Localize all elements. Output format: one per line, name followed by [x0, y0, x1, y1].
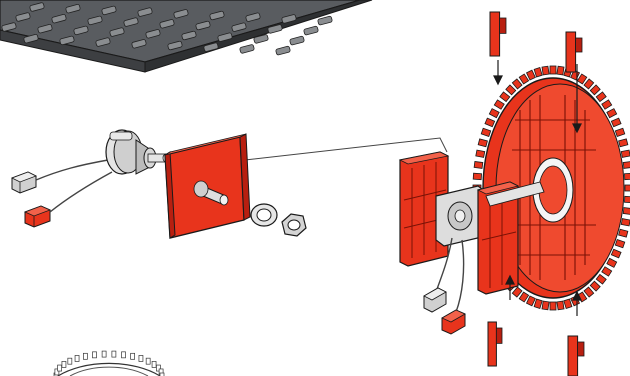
base-plate-stud — [275, 46, 290, 55]
mounting-plate-icon — [165, 134, 250, 238]
plug-connectors — [12, 172, 50, 227]
gear-tooth — [519, 292, 528, 302]
potentiometer-icon — [106, 130, 169, 174]
base-plate-stud — [303, 26, 318, 35]
gear-tooth — [476, 150, 485, 157]
washer-icon — [251, 204, 277, 226]
gear-tooth — [152, 361, 156, 367]
gear-tooth — [112, 351, 116, 357]
gear-tooth — [557, 301, 564, 310]
gear-tooth — [577, 74, 586, 84]
gear-tooth — [602, 100, 612, 109]
gear-tooth — [489, 109, 499, 118]
gear-tooth — [550, 66, 556, 74]
gear-tooth — [512, 287, 522, 297]
gear-tooth — [584, 287, 594, 297]
gear-tooth — [625, 185, 630, 191]
gear-tooth — [131, 353, 135, 359]
red-pin — [488, 322, 502, 366]
gear-tooth — [139, 355, 143, 361]
gear-tooth — [619, 139, 628, 147]
gear-tooth — [527, 296, 536, 306]
gear-tooth — [611, 249, 621, 258]
base-plate-stud — [289, 36, 304, 45]
gear-tooth — [500, 92, 510, 102]
gear-tooth — [624, 173, 630, 179]
gear-tooth — [92, 352, 96, 358]
gear-tooth — [481, 128, 491, 136]
gear-tooth — [68, 358, 72, 364]
gear-tooth — [607, 258, 617, 267]
gear-tooth — [75, 355, 79, 361]
gear-tooth — [122, 352, 126, 358]
gear-tooth — [102, 351, 106, 357]
gear-tooth — [527, 70, 536, 80]
gear-tooth — [534, 299, 542, 308]
gear-tooth — [512, 79, 522, 89]
gear-tooth — [58, 365, 62, 371]
gear-tooth — [146, 358, 150, 364]
gear-tooth — [542, 66, 549, 75]
gear-tooth — [478, 139, 487, 147]
gear-tooth — [62, 361, 66, 367]
gear-tooth — [83, 353, 87, 359]
gear-tooth — [474, 162, 483, 169]
gear-tooth — [590, 281, 600, 291]
gear-tooth — [619, 229, 628, 237]
base-plate-stud — [317, 16, 332, 25]
red-pin — [568, 336, 584, 376]
gear-tooth — [564, 299, 572, 308]
plug-connectors — [424, 288, 465, 334]
gear-tooth — [602, 267, 612, 276]
gear-tooth — [615, 128, 625, 136]
base-plate-stud — [239, 44, 254, 53]
gear-tooth — [607, 109, 617, 118]
gear-tooth — [506, 85, 516, 95]
gear-tooth — [473, 173, 481, 179]
gear-tooth — [550, 302, 556, 310]
gear-tooth — [557, 66, 564, 75]
gear-tooth — [542, 301, 549, 310]
gear-icon — [54, 351, 164, 376]
base-plate-icon — [0, 0, 372, 72]
gear-tooth — [494, 100, 504, 109]
hex-nut-icon — [282, 214, 306, 236]
potentiometer-cable — [36, 160, 112, 212]
gear-tooth — [623, 208, 630, 215]
gear-tooth — [485, 118, 495, 127]
gear-tooth — [621, 219, 630, 226]
gear-tooth — [534, 68, 542, 77]
gear-tooth — [519, 74, 528, 84]
gear-tooth — [624, 196, 630, 202]
gear-tooth — [621, 150, 630, 157]
gear-tooth — [584, 79, 594, 89]
red-pin — [490, 12, 506, 56]
gear-tooth — [590, 85, 600, 95]
gear-tooth — [611, 118, 621, 127]
gear-tooth — [596, 92, 606, 102]
gear-tooth — [596, 274, 606, 284]
gear-tooth — [623, 162, 630, 169]
gear-tooth — [615, 239, 625, 247]
red-pin — [566, 32, 582, 72]
